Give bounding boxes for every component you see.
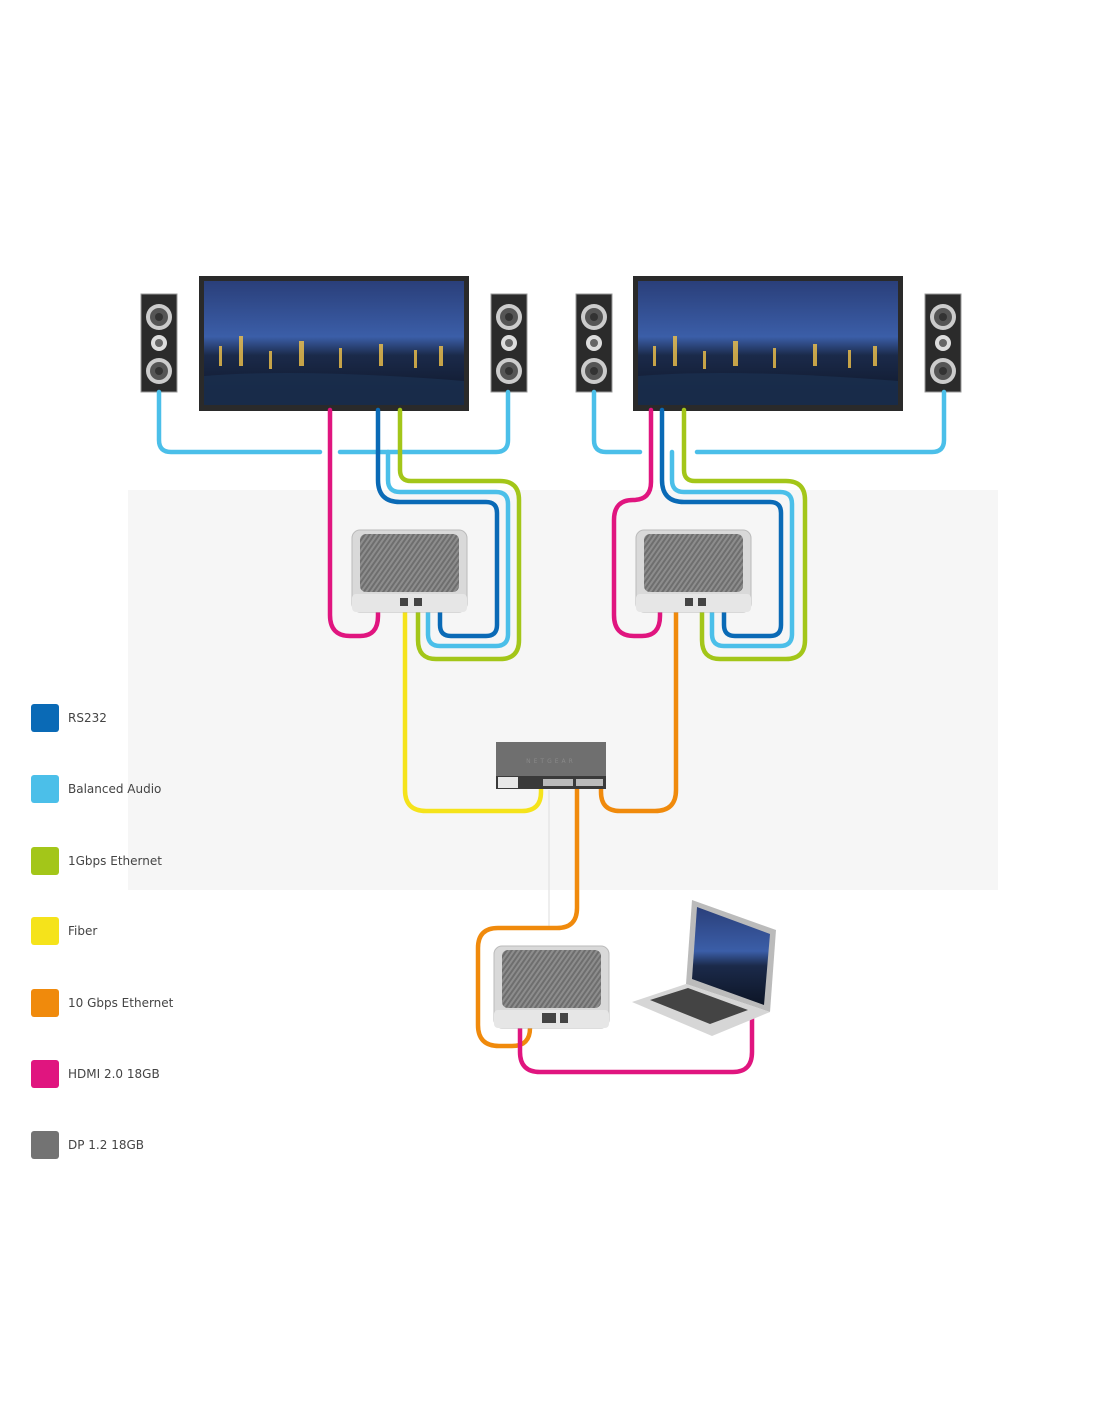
legend-label: RS232 [68,711,107,725]
legend-item-balanced-audio: Balanced Audio [31,775,161,803]
legend-swatch [31,847,59,875]
cable-balanced-audio [591,389,947,455]
legend-swatch [31,989,59,1017]
legend-item-fiber: Fiber [31,917,97,945]
speaker-icon [490,293,528,393]
cable-hdmi [327,407,381,639]
cable-hdmi [611,407,663,639]
extender-2 [635,529,752,613]
legend-label: HDMI 2.0 18GB [68,1067,160,1081]
legend-swatch [31,917,59,945]
cable-balanced-audio [156,389,511,455]
speaker-icon [575,293,613,393]
cable-hdmi [517,1012,755,1075]
legend-label: Fiber [68,924,98,938]
cable-fiber [402,602,544,814]
legend-label: DP 1.2 18GB [68,1138,144,1152]
speaker-icon [140,293,178,393]
display-1 [199,276,469,411]
cable-balanced-audio [385,449,511,649]
legend-item-1gbps-ethernet: 1Gbps Ethernet [31,847,162,875]
laptop-icon [632,900,776,1036]
extender-1 [351,529,468,613]
switch-brand-logo: NETGEAR [526,758,576,765]
cable-balanced-audio [669,449,795,649]
legend-label: Balanced Audio [68,782,162,796]
network-switch: NETGEAR [496,742,606,789]
cable-10gbps-ethernet [598,602,679,814]
background-band [128,490,998,890]
legend-item-dp: DP 1.2 18GB [31,1131,144,1159]
legend-swatch [31,1131,59,1159]
legend-label: 1Gbps Ethernet [68,854,162,868]
legend-label: 10 Gbps Ethernet [68,996,174,1010]
legend-item-hdmi: HDMI 2.0 18GB [31,1060,160,1088]
cable-1gbps-ethernet [397,407,522,662]
cable-1gbps-ethernet [681,407,808,662]
cable-rs232 [375,407,500,639]
legend-item-10gbps-ethernet: 10 Gbps Ethernet [31,989,173,1017]
legend-swatch [31,1060,59,1088]
display-2 [633,276,903,411]
cable-rs232 [659,407,784,639]
speaker-icon [924,293,962,393]
legend-swatch [31,775,59,803]
legend-item-rs232: RS232 [31,704,107,732]
legend-swatch [31,704,59,732]
